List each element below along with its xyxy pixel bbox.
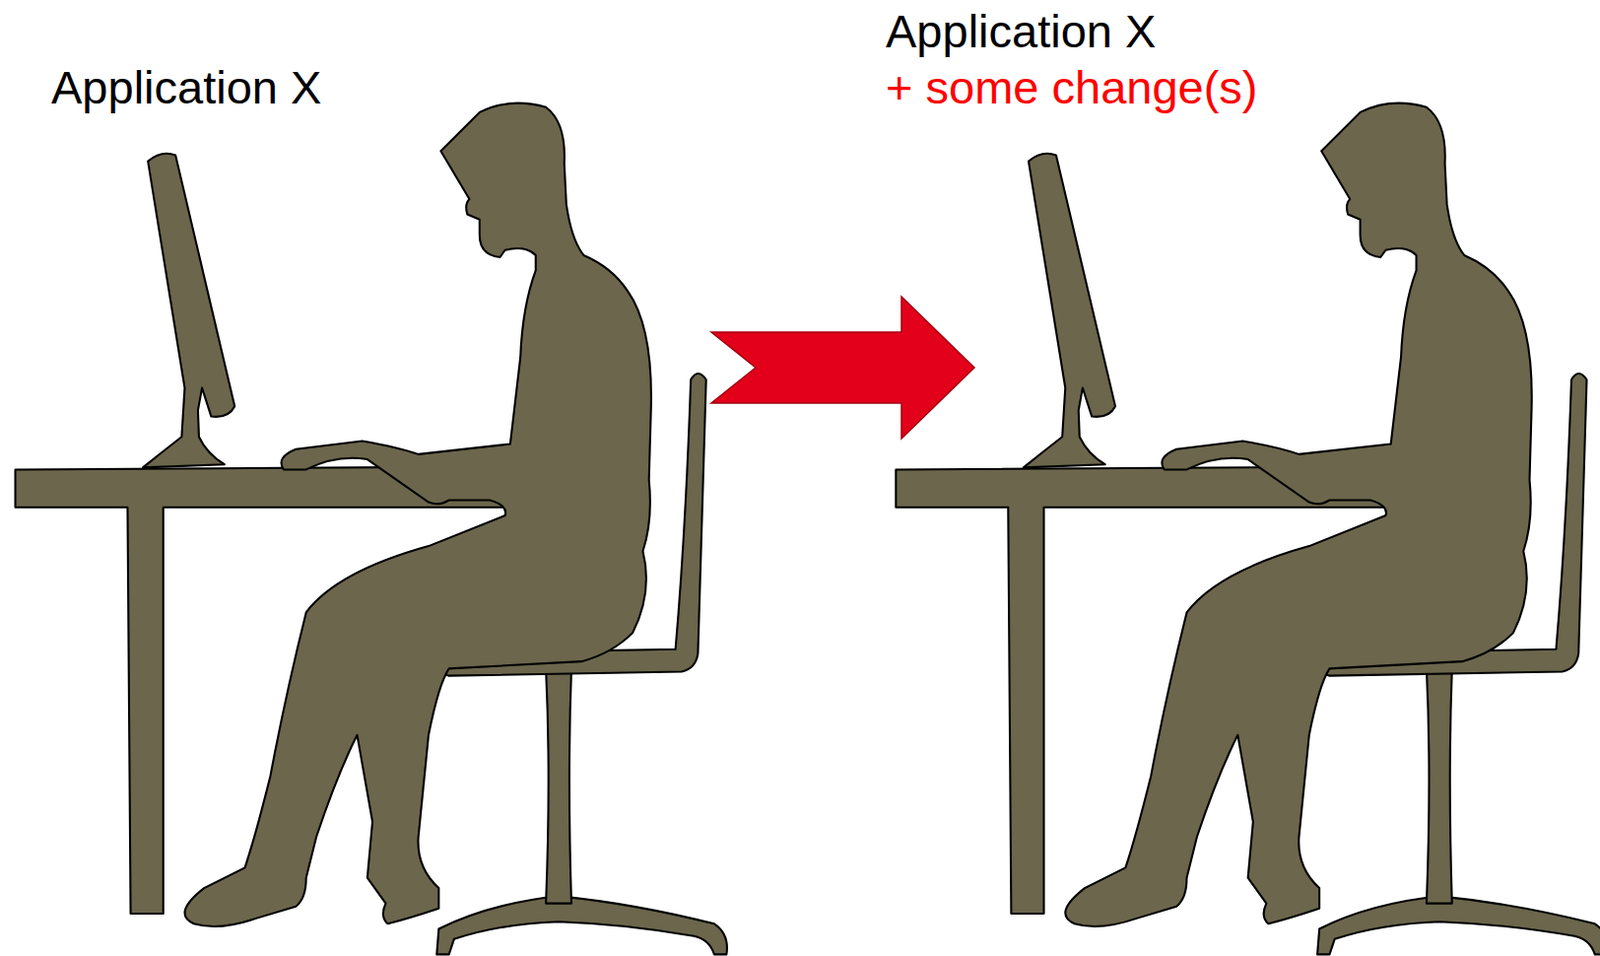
person-at-desk	[895, 103, 1600, 955]
person-at-desk	[15, 103, 728, 955]
scene-panel: Application X+ some change(s)	[974, 0, 1586, 951]
application-label: Application X	[885, 4, 1339, 59]
scene-panel: Application X	[14, 39, 712, 951]
application-label: Application X	[51, 61, 505, 115]
change-note: + some change(s)	[885, 61, 1339, 115]
block-arrow	[711, 296, 975, 439]
